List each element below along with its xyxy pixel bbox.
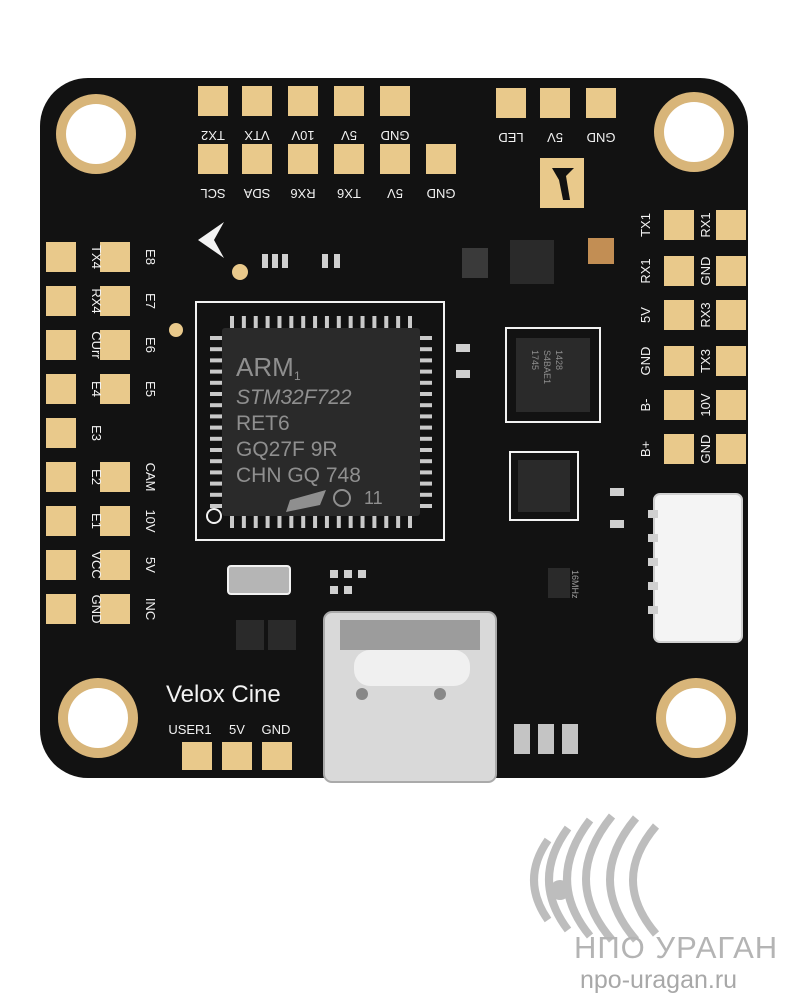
- crystal-oscillator: [227, 565, 291, 595]
- mcu-suffix: RET6: [236, 412, 290, 435]
- pad-label-tx3: TX3: [698, 349, 713, 373]
- gyro-chip: 1428 S4BAE1 1745: [505, 327, 601, 423]
- bottom-pads: USER1 5V GND: [168, 722, 292, 770]
- pad-label-5v-c: 5V: [547, 130, 563, 145]
- pad-label-gnd-b: GND: [427, 186, 456, 201]
- pad-label-curr: CUrr: [89, 331, 104, 359]
- pad-label-e3: E3: [89, 425, 104, 441]
- top-right-pads: LED 5V GND: [496, 88, 616, 208]
- left-pad-column: [46, 242, 130, 624]
- pad-label-sda: SDA: [243, 186, 270, 201]
- pad-label-5v-d: 5V: [143, 557, 158, 573]
- pad-label-b-minus: B-: [638, 399, 653, 412]
- capacitor: [588, 238, 614, 264]
- pad-label-rx4: RX4: [89, 288, 104, 313]
- pad-label-e1: E1: [89, 513, 104, 529]
- usb-c-port: [323, 611, 497, 783]
- watermark-name: НПО УРАГАН: [574, 930, 779, 965]
- pad-label-gnd-g: GND: [698, 435, 713, 464]
- pad-label-5v: 5V: [341, 128, 357, 143]
- pad-label-inc: INC: [143, 598, 158, 620]
- gyro-label-3: 1745: [530, 350, 540, 370]
- pad-label-e7: E7: [143, 293, 158, 309]
- mcu-lot: GQ27F 9R: [236, 438, 338, 461]
- pad-label-e8: E8: [143, 249, 158, 265]
- st-logo-icon: [286, 490, 326, 512]
- mcu-arm-logo: ARM: [236, 352, 294, 382]
- pad-label-gnd-f: GND: [638, 347, 653, 376]
- pad-label-e5: E5: [143, 381, 158, 397]
- jst-connector: [648, 493, 743, 643]
- top-pad-row-1: TX2 VTX 10V 5V GND: [198, 86, 410, 143]
- pad-label-user1: USER1: [168, 722, 211, 737]
- pad-label-tx1: TX1: [638, 213, 653, 237]
- gyro-label-2: S4BAE1: [542, 350, 552, 384]
- pad-label-rx3: RX3: [698, 302, 713, 327]
- pad-label-vcc: VCC: [89, 551, 104, 578]
- mcu-origin: CHN GQ 748: [236, 464, 361, 487]
- right-pad-labels: TX1 RX1 RX1 GND 5V RX3 GND TX3 B- 10V B+…: [638, 212, 713, 463]
- mcu-arm-sub: 1: [294, 369, 301, 383]
- right-pad-columns: [664, 210, 746, 464]
- pad-label-5v-b: 5V: [387, 186, 403, 201]
- osd-chip: [509, 451, 579, 521]
- smd-components: [236, 254, 624, 754]
- left-pad-labels: TX4 E8 RX4 E7 CUrr E6 E4 E5 E3 E2 CAM E1…: [89, 245, 158, 623]
- pad-label-rx1: RX1: [638, 258, 653, 283]
- pad-label-rx1-b: RX1: [698, 212, 713, 237]
- top-pad-row-2: SCL SDA RX6 TX6 5V GND: [198, 144, 456, 201]
- orientation-arrow-icon: [198, 222, 224, 258]
- pad-label-vtx: VTX: [244, 128, 270, 143]
- pad-label-10v-c: 10V: [698, 393, 713, 416]
- pad-label-tx2: TX2: [201, 128, 225, 143]
- pad-label-gnd-d: GND: [89, 595, 104, 624]
- pad-label-gnd-e: GND: [698, 257, 713, 286]
- pad-label-10v: 10V: [291, 128, 314, 143]
- watermark-url: npo-uragan.ru: [580, 966, 738, 994]
- pad-label-e2: E2: [89, 469, 104, 485]
- pad-label-tx6: TX6: [337, 186, 361, 201]
- crystal-label: 16MHz: [570, 570, 580, 599]
- pad-label-5v-f: 5V: [229, 722, 245, 737]
- mcu-year: 11: [364, 488, 383, 508]
- gyro-label-1: 1428: [554, 350, 564, 370]
- pad-label-b-plus: B+: [638, 441, 653, 457]
- pad-label-tx4: TX4: [89, 245, 104, 269]
- pad-label-led: LED: [498, 130, 523, 145]
- pad-label-gnd-h: GND: [262, 722, 291, 737]
- pad-label-10v-b: 10V: [143, 509, 158, 532]
- pad-label-gnd: GND: [381, 128, 410, 143]
- mcu-part-number: STM32F722: [236, 386, 352, 409]
- pad-label-e6: E6: [143, 337, 158, 353]
- mounting-holes: [56, 92, 736, 758]
- pad-label-e4: E4: [89, 381, 104, 397]
- regulator-ic: [510, 240, 554, 284]
- pad-label-scl: SCL: [200, 186, 225, 201]
- mcu-chip: ARM 1 STM32F722 RET6 GQ27F 9R CHN GQ 748…: [195, 301, 445, 541]
- watermark-logo-icon: [530, 813, 660, 943]
- pad-label-gnd-c: GND: [587, 130, 616, 145]
- pad-label-5v-e: 5V: [638, 307, 653, 323]
- pad-label-cam: CAM: [143, 463, 158, 492]
- pad-label-rx6: RX6: [290, 186, 315, 201]
- board-name: Velox Cine: [166, 681, 281, 708]
